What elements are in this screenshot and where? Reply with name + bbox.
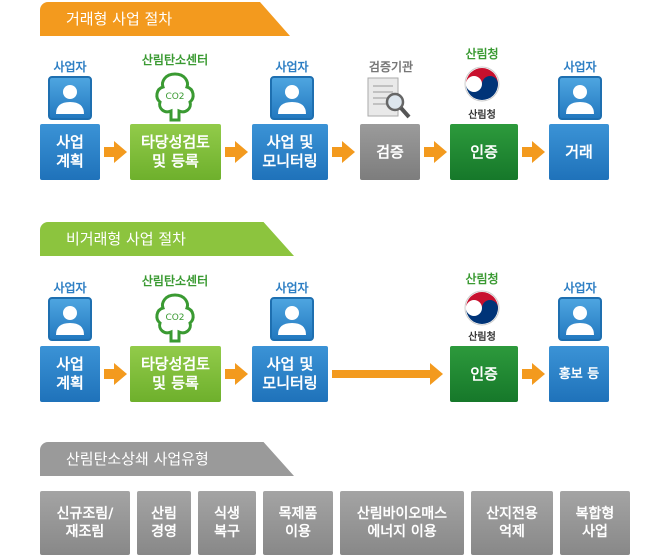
arrow-right-icon [434,141,447,163]
person-icon [270,297,314,341]
arrow-stem [225,147,237,157]
arrow-stem [522,147,534,157]
trade-step6-box: 거래 [549,124,609,180]
trade-step6-label: 사업자 [563,60,597,74]
trade-banner: 거래형 사업 절차 [40,2,290,36]
project-type-item: 산림 경영 [137,491,191,555]
trade-step5-box: 인증 [450,124,518,180]
arrow-stem [332,147,344,157]
person-icon [558,297,602,341]
nontrade-step4-box: 인증 [450,346,518,402]
arrow-right-icon [114,363,127,385]
arrow-right-icon [342,141,355,163]
trade-step2-label: 산림탄소센터 [141,53,209,67]
project-type-item: 복합형 사업 [560,491,630,555]
long-arrow-right-icon [430,363,443,385]
nontrade-banner: 비거래형 사업 절차 [40,222,294,256]
project-type-item: 식생 복구 [198,491,256,555]
nontrade-step2-label: 산림탄소센터 [141,274,209,288]
arrow-right-icon [532,363,545,385]
forest-service-logo-icon [462,288,502,332]
nontrade-step1-box: 사업 계획 [40,346,100,402]
arrow-stem [424,147,436,157]
nontrade-step3-label: 사업자 [275,281,309,295]
arrow-stem [104,147,116,157]
person-icon [48,297,92,341]
nontrade-step4-label: 산림청 [465,272,499,286]
document-search-icon [364,74,414,126]
co2-tree-icon: CO2 [150,291,200,347]
forest-service-logo-icon [462,64,502,108]
nontrade-step5-box: 홍보 등 [549,346,609,402]
project-type-item: 산지전용 억제 [471,491,553,555]
trade-step4-box: 검증 [360,124,420,180]
nontrade-step1-label: 사업자 [53,281,87,295]
trade-step3-box: 사업 및 모니터링 [252,124,328,180]
arrow-right-icon [235,363,248,385]
trade-step3-label: 사업자 [275,60,309,74]
trade-step1-box: 사업 계획 [40,124,100,180]
person-icon [270,76,314,120]
trade-step4-label: 검증기관 [368,60,414,74]
arrow-stem [225,369,237,379]
co2-text: CO2 [165,313,184,323]
person-icon [558,76,602,120]
arrow-stem [104,369,116,379]
arrow-stem [522,369,534,379]
nontrade-step5-label: 사업자 [563,281,597,295]
long-arrow-stem [332,370,432,378]
project-type-item: 신규조림/ 재조림 [40,491,130,555]
types-banner: 산림탄소상쇄 사업유형 [40,442,294,476]
co2-tree-icon: CO2 [150,70,200,126]
arrow-right-icon [532,141,545,163]
trade-step1-label: 사업자 [53,60,87,74]
co2-text: CO2 [165,92,184,102]
forest-service-logo-text: 산림청 [468,110,496,121]
trade-step5-label: 산림청 [465,47,499,61]
nontrade-step2-box: 타당성검토 및 등록 [130,346,221,402]
project-type-item: 산림바이오매스 에너지 이용 [340,491,464,555]
trade-step2-box: 타당성검토 및 등록 [130,124,221,180]
arrow-right-icon [114,141,127,163]
project-type-item: 목제품 이용 [263,491,333,555]
nontrade-step3-box: 사업 및 모니터링 [252,346,328,402]
forest-service-logo-text: 산림청 [468,332,496,343]
arrow-right-icon [235,141,248,163]
person-icon [48,76,92,120]
